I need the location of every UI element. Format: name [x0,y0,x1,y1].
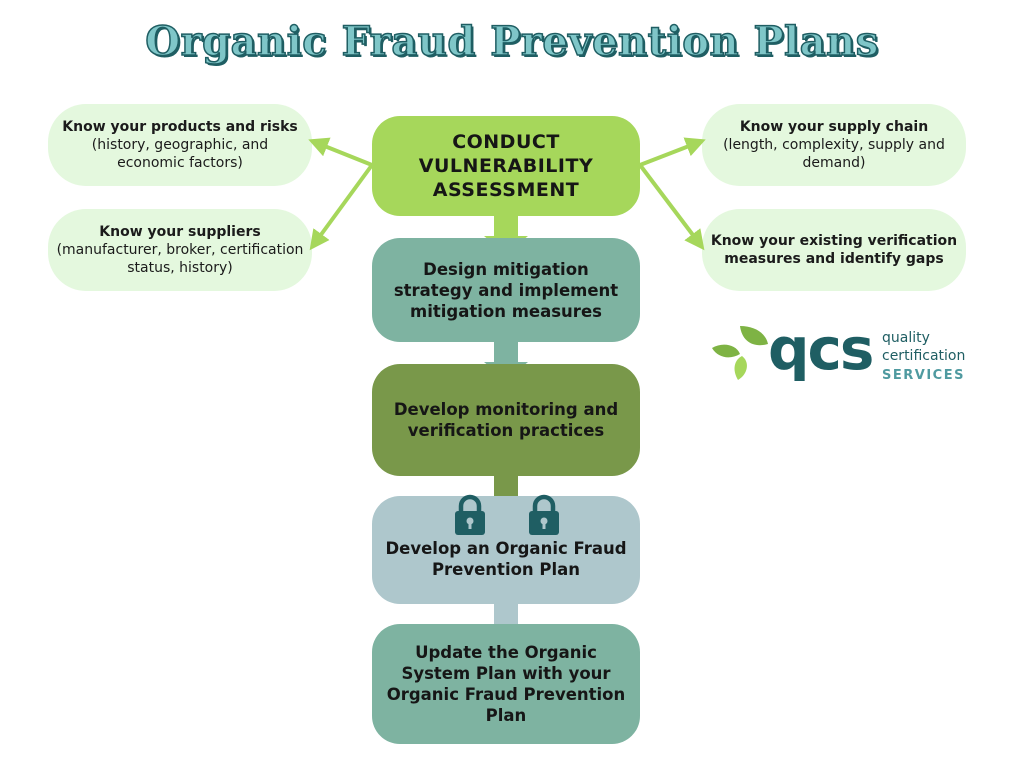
lock-icon [529,494,559,535]
lock-icon [455,494,485,535]
qcs-logo: qcs quality certification SERVICES [708,318,988,388]
step-vulnerability-assessment: CONDUCT VULNERABILITY ASSESSMENT [372,116,640,216]
side-box-detail: (manufacturer, broker, certification sta… [56,242,304,276]
side-box-products-risks: Know your products and risks (history, g… [48,104,312,186]
step-label: Design mitigation strategy and implement… [393,259,619,321]
logo-line-certification: certification [882,348,966,364]
side-box-heading: Know your supply chain [739,119,929,135]
connector-arrow-supply-chain [639,137,706,167]
connector-arrow-verification [638,163,705,251]
step-mitigation-strategy: Design mitigation strategy and implement… [372,238,640,342]
side-box-supply-chain: Know your supply chain (length, complexi… [702,104,966,186]
side-box-detail: (history, geographic, and economic facto… [91,137,269,171]
logo-line-quality: quality [882,330,930,346]
logo-line-services: SERVICES [882,368,965,383]
step-label: Develop an Organic Fraud Prevention Plan [385,539,627,579]
connector-arrow-products [308,137,373,167]
step-fraud-prevention-plan: Develop an Organic Fraud Prevention Plan [372,496,640,604]
step-label: Develop monitoring and verification prac… [393,400,619,440]
step-label: Update the Organic System Plan with your… [386,643,626,725]
side-box-heading: Know your suppliers [99,224,261,240]
connector-arrow-suppliers [309,163,374,251]
side-box-suppliers: Know your suppliers (manufacturer, broke… [48,209,312,291]
side-box-heading: Know your existing verification measures… [710,233,958,267]
side-box-verification-gaps: Know your existing verification measures… [702,209,966,291]
step-monitoring-verification: Develop monitoring and verification prac… [372,364,640,476]
side-box-detail: (length, complexity, supply and demand) [723,137,945,171]
page-title: Organic Fraud Prevention Plans [144,17,879,66]
step-update-system-plan: Update the Organic System Plan with your… [372,624,640,744]
step-label: CONDUCT VULNERABILITY ASSESSMENT [418,131,594,201]
logo-wordmark: qcs [768,315,874,383]
side-box-heading: Know your products and risks [62,119,298,135]
leaf-icon [712,326,768,380]
